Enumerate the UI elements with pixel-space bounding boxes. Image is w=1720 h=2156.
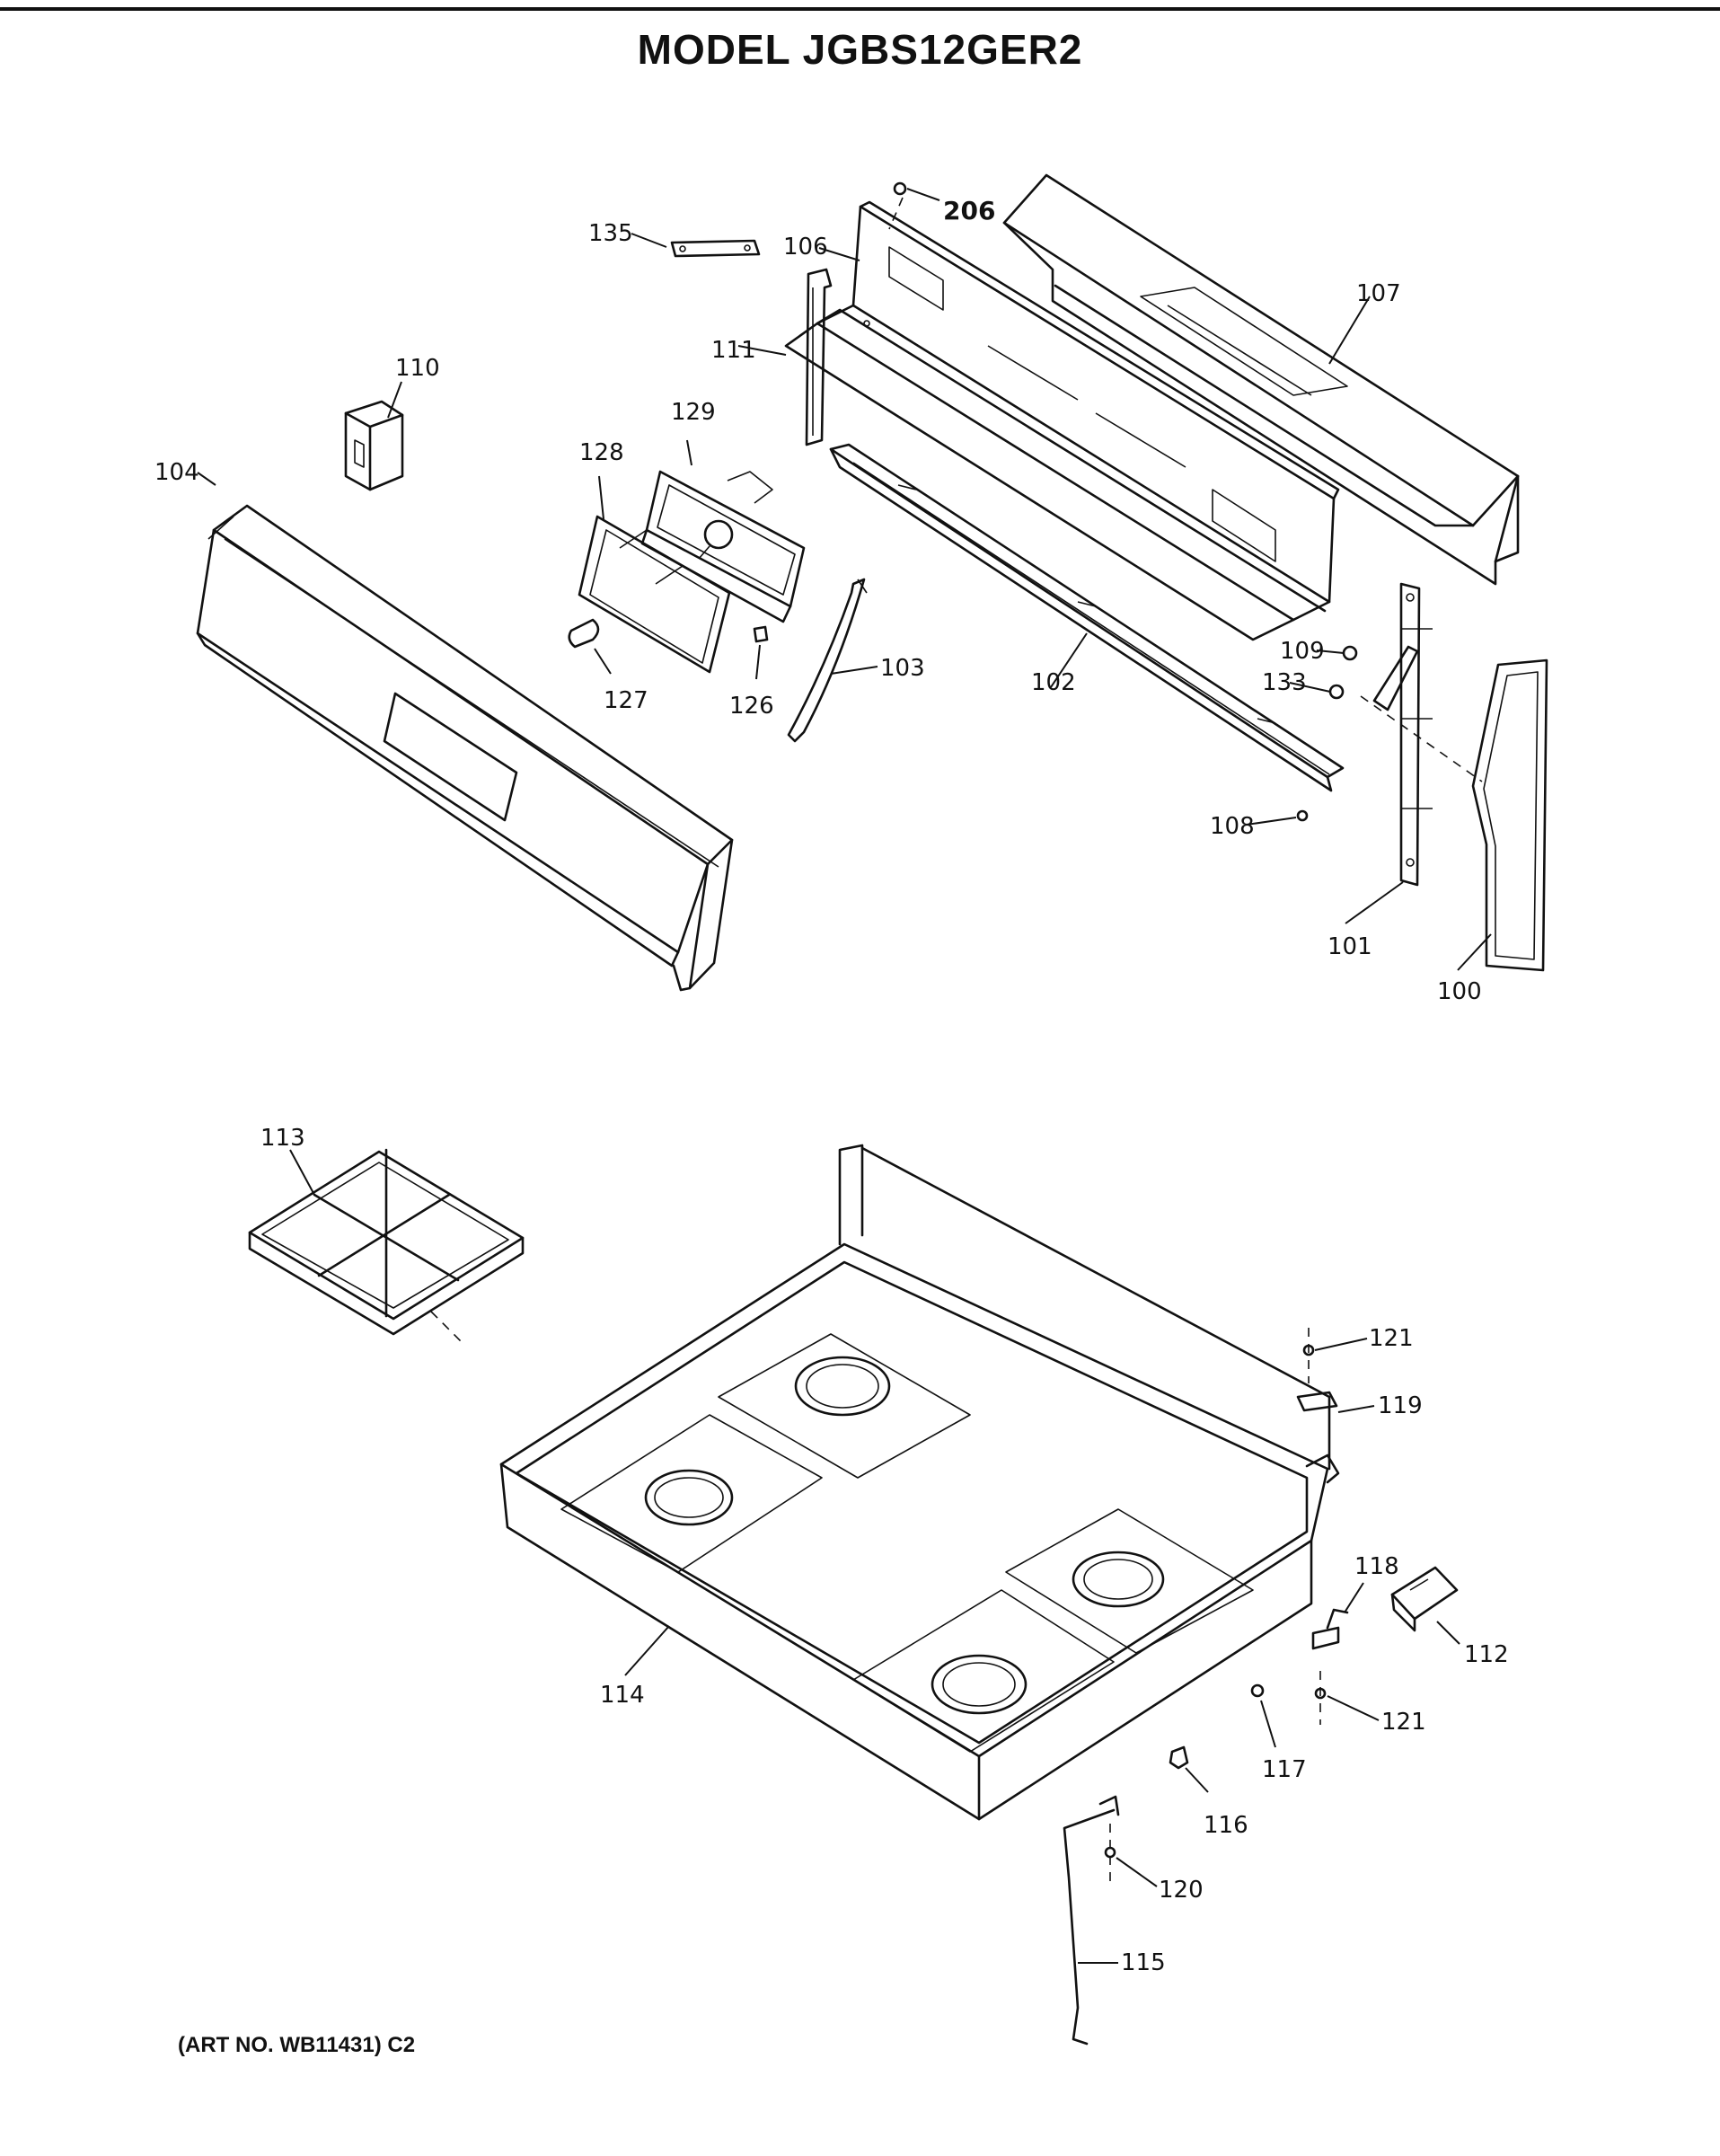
- label-101: 101: [1327, 933, 1372, 960]
- hinge-bracket-part-119: [1296, 1391, 1338, 1412]
- label-111: 111: [711, 337, 756, 364]
- cooktop-part-114: [499, 1144, 1340, 1821]
- label-110: 110: [395, 355, 440, 382]
- grommet-part-117: [1250, 1683, 1265, 1698]
- label-127: 127: [604, 687, 648, 714]
- art-number: (ART NO. WB11431) C2: [178, 2033, 416, 2057]
- label-113: 113: [260, 1125, 305, 1152]
- label-116: 116: [1204, 1812, 1248, 1839]
- label-115: 115: [1121, 1949, 1166, 1976]
- backsplash-part-106: [784, 200, 1340, 641]
- rod-part-115: [1063, 1795, 1120, 2046]
- plug-part-116: [1169, 1745, 1189, 1770]
- label-114: 114: [600, 1682, 645, 1709]
- bracket-part-118: [1311, 1608, 1349, 1650]
- label-120: 120: [1159, 1877, 1204, 1904]
- label-135: 135: [588, 220, 633, 247]
- label-121-upper: 121: [1369, 1325, 1414, 1352]
- label-133: 133: [1262, 669, 1307, 696]
- bracket-part-135: [670, 239, 761, 258]
- label-102: 102: [1031, 669, 1076, 696]
- nut-part-133: [1328, 684, 1345, 700]
- end-bracket-part-101: [1372, 582, 1433, 887]
- label-128: 128: [579, 439, 624, 466]
- label-126: 126: [729, 693, 774, 720]
- label-119: 119: [1378, 1392, 1423, 1419]
- label-129: 129: [671, 399, 716, 426]
- top-rule: [0, 7, 1720, 11]
- screw-part-108: [1296, 809, 1309, 822]
- label-104: 104: [154, 459, 199, 486]
- side-trim-part-100: [1471, 658, 1548, 972]
- label-103: 103: [880, 655, 925, 682]
- clock-module-part-129: [640, 470, 806, 623]
- screw-part-206: [893, 181, 907, 196]
- valve-bracket-part-112: [1390, 1566, 1459, 1632]
- label-117: 117: [1262, 1756, 1307, 1783]
- rail-part-102: [829, 443, 1345, 792]
- label-118: 118: [1354, 1553, 1399, 1580]
- label-121-lower: 121: [1381, 1709, 1426, 1736]
- relay-box-part-110: [344, 400, 404, 491]
- clip-part-126: [753, 625, 769, 643]
- knob-part-127: [568, 618, 600, 649]
- label-106: 106: [783, 234, 828, 261]
- label-100: 100: [1437, 978, 1482, 1005]
- label-109: 109: [1280, 638, 1325, 665]
- screw-part-120: [1104, 1846, 1116, 1859]
- bracket-part-111: [805, 268, 833, 446]
- control-panel-part-104: [196, 504, 734, 992]
- page-title: MODEL JGBS12GER2: [637, 26, 1083, 73]
- label-108: 108: [1210, 813, 1255, 840]
- label-206: 206: [943, 196, 995, 225]
- rear-cover-part-107: [1002, 173, 1520, 586]
- burner-grate-part-113: [248, 1148, 525, 1336]
- label-107: 107: [1356, 280, 1401, 307]
- bracket-part-103: [787, 578, 868, 743]
- label-112: 112: [1464, 1641, 1509, 1668]
- nut-part-109: [1342, 645, 1358, 661]
